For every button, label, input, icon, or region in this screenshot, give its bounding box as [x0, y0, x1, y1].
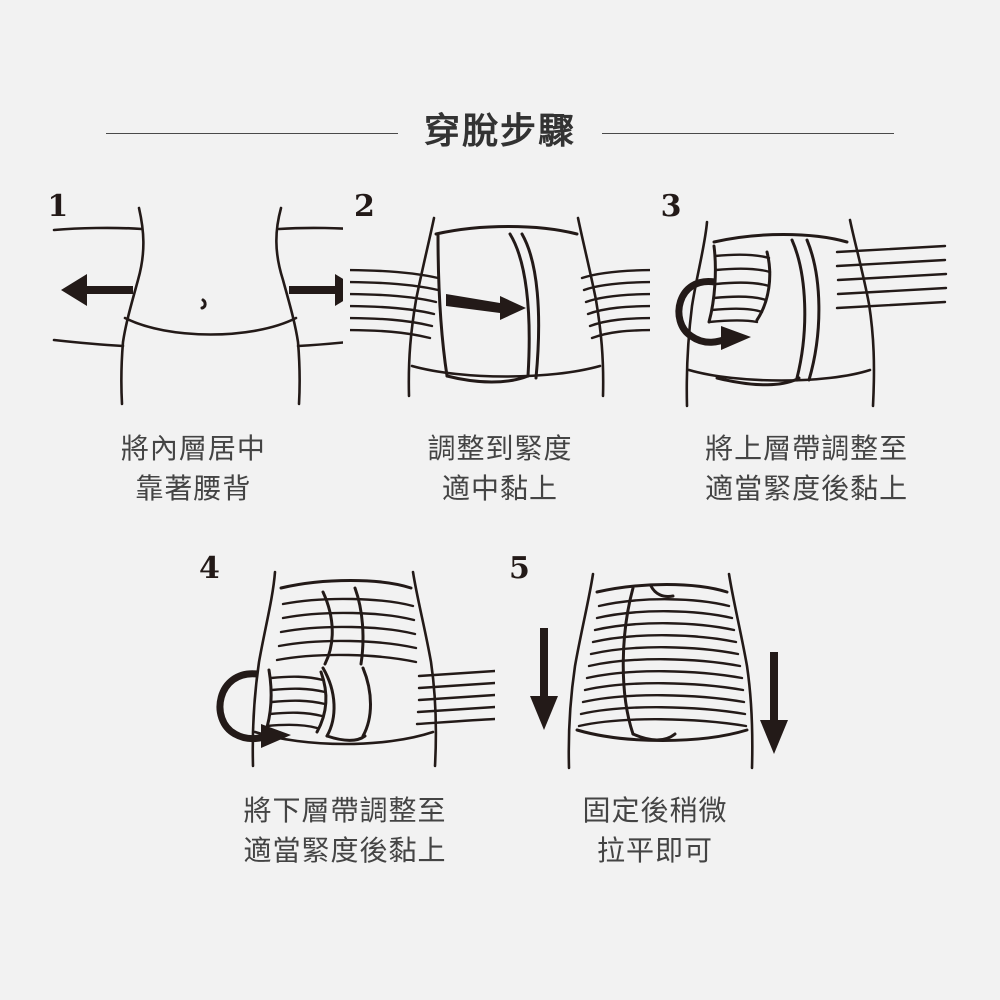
left-straps: [350, 268, 440, 340]
inner-layer-pull-right-illustration: [350, 216, 650, 398]
title-rule-right: [602, 132, 894, 134]
step-3-caption: 將上層帶調整至 適當緊度後黏上: [705, 429, 908, 509]
step-1-caption: 將內層居中 靠著腰背: [121, 429, 266, 509]
step-2-caption: 調整到緊度 適中黏上: [428, 429, 573, 509]
curved-arrow-head: [720, 326, 751, 350]
step-1: 1: [40, 190, 347, 509]
step-5-number: 5: [509, 551, 530, 586]
lower-strap-wrap-illustration: [216, 570, 495, 768]
upper-strap-wrap-illustration: [675, 218, 947, 408]
step-3-figure: 3: [657, 190, 957, 415]
step-4-number: 4: [199, 551, 220, 586]
step-1-caption-line-2: 靠著腰背: [135, 472, 252, 504]
step-5-caption-line-1: 固定後稍微: [582, 795, 728, 826]
step-3-caption-line-1: 將上層帶調整至: [705, 433, 909, 464]
step-5-caption: 固定後稍微 拉平即可: [582, 791, 727, 871]
step-1-number: 1: [47, 189, 69, 224]
step-2-number: 2: [354, 189, 375, 224]
step-5-caption-line-2: 拉平即可: [596, 834, 713, 866]
upper-band-lines: [275, 597, 418, 664]
steps-row-bottom: 4: [190, 552, 810, 871]
step-2-figure: 2: [350, 190, 650, 415]
step-4-caption-line-1: 將下層帶調整至: [243, 795, 447, 826]
arrow-down-right-icon: [760, 652, 788, 754]
step-1-caption-line-1: 將內層居中: [120, 433, 266, 464]
free-lower-straps: [415, 669, 495, 726]
right-straps: [580, 268, 650, 340]
curved-wrap-arrow: [675, 278, 730, 346]
free-upper-straps: [835, 244, 947, 310]
arrow-right-icon: [289, 274, 344, 306]
wrapped-upper-straps: [707, 253, 771, 324]
arrow-right-icon: [446, 294, 526, 320]
step-2-caption-line-1: 調整到緊度: [427, 433, 573, 464]
torso-center-inner-layer-illustration: [53, 206, 344, 406]
step-5-figure: 5: [505, 552, 805, 777]
step-3-number: 3: [660, 189, 682, 224]
title-rule-left: [105, 132, 398, 134]
arrow-left-icon: [61, 274, 134, 306]
step-2: 2: [347, 190, 654, 509]
step-3: 3: [653, 190, 960, 509]
page-title: 穿脫步驟: [423, 110, 576, 151]
step-2-caption-line-2: 適中黏上: [442, 472, 559, 504]
lower-band-wrapped-lines: [265, 675, 327, 730]
step-4-caption: 將下層帶調整至 適當緊度後黏上: [243, 791, 446, 871]
step-4: 4: [190, 552, 500, 871]
step-3-caption-line-2: 適當緊度後黏上: [705, 472, 909, 504]
arrow-down-left-icon: [530, 628, 558, 730]
steps-row-top: 1: [40, 190, 960, 509]
finished-band-lines: [577, 598, 748, 728]
step-1-figure: 1: [43, 189, 344, 415]
step-5: 5: [500, 552, 810, 871]
curved-arrow-head: [261, 724, 291, 748]
page-title-bar: 穿脫步驟: [0, 105, 1000, 161]
finished-smooth-down-illustration: [530, 572, 788, 770]
step-4-figure: 4: [195, 552, 495, 777]
step-4-caption-line-2: 適當緊度後黏上: [243, 834, 447, 866]
